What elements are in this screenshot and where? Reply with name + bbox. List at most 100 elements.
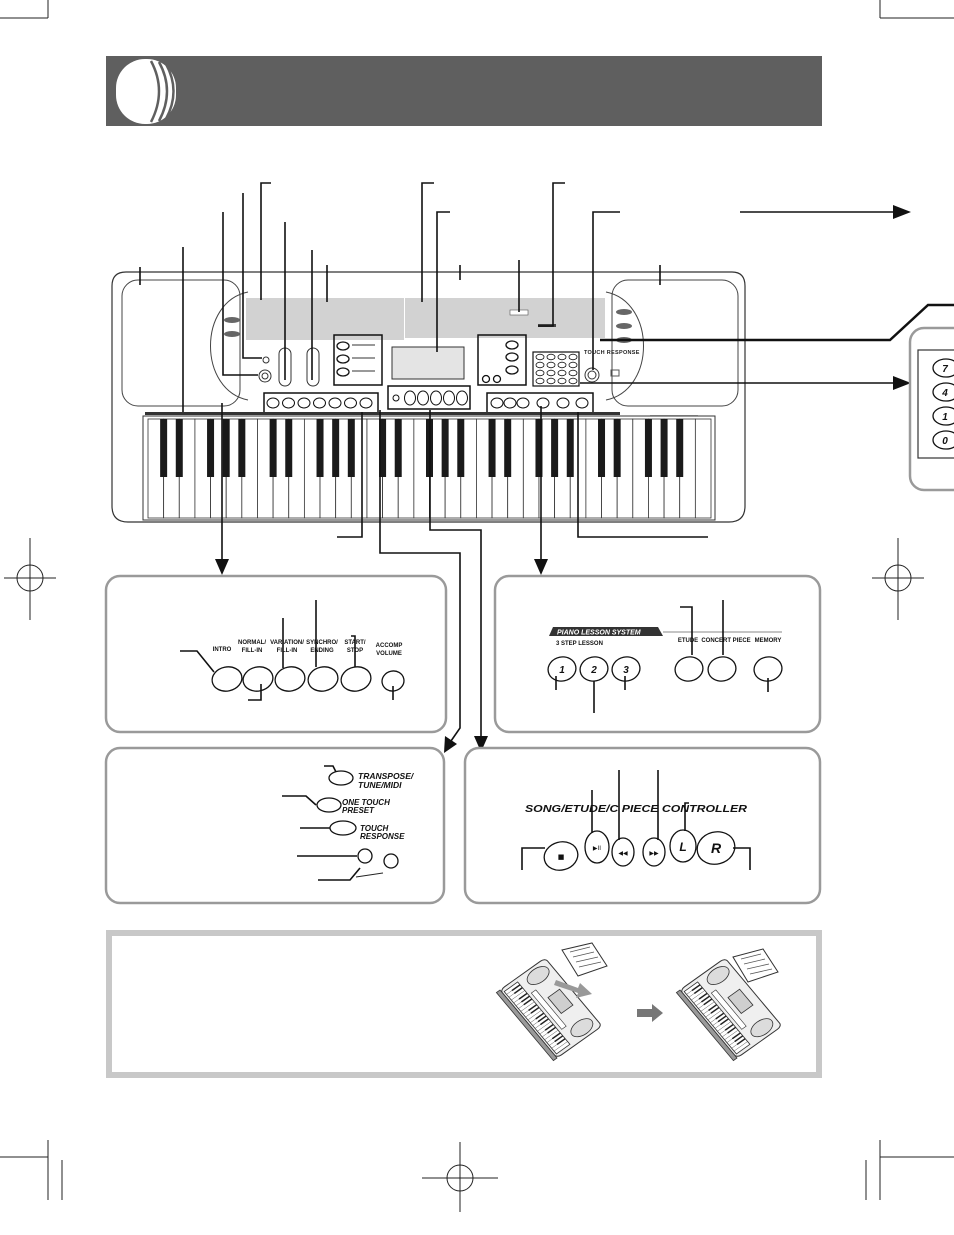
intro-button [211, 666, 243, 692]
music-stand-inserted [732, 948, 779, 983]
indicator-lamp [262, 356, 270, 364]
controller-row-button [456, 390, 468, 406]
rhythm-row-button [297, 397, 311, 409]
memory-label: MEMORY [755, 638, 782, 644]
music-stand-lines [569, 946, 602, 968]
stop-icon: ■ [558, 853, 565, 861]
lcd-display [391, 346, 465, 380]
step-3-label: 3 [623, 665, 629, 676]
black-key [441, 419, 449, 477]
callout-line [733, 847, 751, 870]
crop-mark-top-right [879, 0, 954, 19]
rhythm-row-button [359, 397, 373, 409]
callout-line [337, 412, 363, 538]
normal-fill-in-label: NORMAL/FILL-IN [238, 640, 266, 654]
rhythm-row-button [313, 397, 326, 409]
step-2-label: 2 [590, 665, 597, 676]
black-key [222, 419, 230, 477]
controller-button-row [387, 385, 471, 410]
white-key [694, 418, 712, 519]
black-key [676, 419, 684, 477]
concert-piece-button [707, 656, 737, 682]
rhythm-panel-frame [104, 574, 448, 734]
number-key [568, 353, 578, 361]
arrow-down-icon [474, 736, 488, 752]
black-key [598, 419, 606, 477]
number-key [535, 369, 545, 377]
arrow-down-left-icon [444, 736, 457, 753]
lesson-row-button [536, 397, 550, 409]
speaker-right [611, 279, 739, 407]
touch-response-button [336, 367, 350, 377]
number-key [546, 377, 556, 385]
keypad-detail: 7 4 1 0 [908, 326, 954, 492]
controller-row-button [430, 390, 442, 406]
mode-button [505, 352, 519, 362]
callout-line [282, 795, 317, 806]
number-key-7-label: 7 [942, 364, 948, 375]
callout-line [222, 212, 258, 376]
memory-button [753, 656, 783, 682]
transpose-tune-midi-button [328, 770, 354, 786]
number-key-7 [932, 358, 954, 378]
step-2-button [579, 656, 609, 682]
rhythm-row-button [328, 397, 342, 409]
synchro-ending-button [307, 666, 339, 692]
button-caption-lines [352, 344, 375, 372]
controller-row-button [404, 390, 416, 406]
touch-response-button-ring [587, 370, 597, 380]
controller-panel-detail: SONG/ETUDE/C PIECE CONTROLLER ■ ▶II ◀◀ ▶… [463, 746, 822, 905]
number-key-4 [932, 382, 954, 402]
rhythm-panel-detail: INTRO NORMAL/FILL-IN VARIATION/FILL-IN S… [104, 574, 448, 734]
callout-line [260, 182, 271, 300]
function-panel-frame [104, 746, 446, 905]
number-key-0 [932, 430, 954, 450]
number-key-1 [932, 406, 954, 426]
black-key [379, 419, 387, 477]
number-key [546, 369, 556, 377]
logo-badge-icon [616, 309, 632, 315]
variation-fill-in-button [274, 666, 306, 692]
black-key [551, 419, 559, 477]
arrow-down-icon [215, 559, 229, 575]
lesson-row-button [575, 397, 589, 409]
lesson-row-buttons [490, 397, 589, 409]
rhythm-row-button [266, 397, 280, 409]
small-logo-icon [610, 369, 620, 377]
black-key [566, 419, 574, 477]
accomp-volume-button [381, 670, 405, 692]
fast-forward-icon: ▶▶ [649, 850, 659, 857]
small-button [492, 374, 502, 384]
lesson-row-button [556, 397, 570, 409]
rewind-icon: ◀◀ [618, 850, 628, 857]
callout-line [351, 635, 356, 667]
black-key [504, 419, 512, 477]
registration-mark-left [4, 538, 56, 620]
logo-badge-icon [224, 331, 240, 337]
lesson-row-button [490, 397, 504, 409]
speaker-right-bezel [605, 291, 644, 401]
start-stop-button [340, 666, 372, 692]
logo-badge-icon [616, 323, 632, 329]
logo-badge-icon [224, 317, 240, 323]
small-round-button [383, 853, 399, 869]
number-key [557, 377, 567, 385]
black-key [316, 419, 324, 477]
function-button-group [333, 334, 383, 386]
crop-mark-bottom-left [0, 1140, 63, 1200]
one-touch-preset-button [316, 797, 342, 813]
music-stand-illustration-box [106, 930, 822, 1078]
number-key [568, 377, 578, 385]
number-keypad [532, 351, 580, 387]
transpose-tune-midi-label: TRANSPOSE/TUNE/MIDI [358, 771, 415, 790]
mode-button [505, 365, 519, 375]
black-key [488, 419, 496, 477]
play-pause-button [584, 830, 610, 864]
rhythm-row-buttons [266, 397, 373, 409]
rhythm-row-button [344, 397, 357, 409]
header-logo-arc [149, 60, 161, 123]
touch-response-panel-button [584, 367, 600, 383]
